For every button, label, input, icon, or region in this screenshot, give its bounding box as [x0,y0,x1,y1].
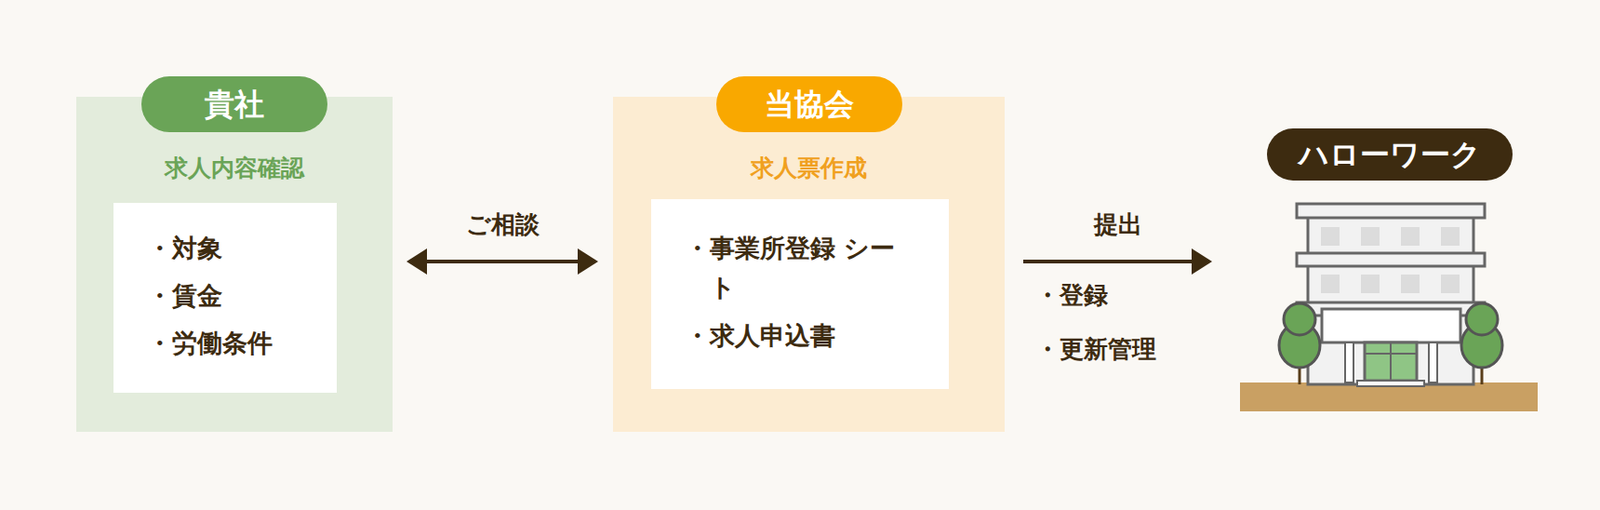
roof [1296,203,1485,218]
pillar [1428,342,1438,383]
note-label: ・更新管理 [1035,333,1157,366]
door [1364,342,1417,381]
item-box: ・事業所登録 シート・求人申込書 [651,199,949,389]
arrow-connector [406,248,599,275]
section-panel: 貴社求人内容確認・対象・賃金・労働条件 [76,96,393,432]
list-item: ・賃金 [146,276,344,316]
section-subtitle: 求人票作成 [613,152,1005,184]
building-body [1307,216,1474,385]
edge-label: ご相談 [462,208,544,241]
pillar [1345,342,1354,383]
edge-label: 提出 [1090,208,1147,241]
list-item: ・求人申込書 [684,316,896,356]
section-panel: 当協会求人票作成・事業所登録 シート・求人申込書 [613,96,1005,432]
destination-badge: ハローワーク [1266,128,1513,181]
item-box: ・対象・賃金・労働条件 [113,202,337,393]
floor-band [1296,253,1485,267]
windows [1320,226,1460,294]
note-label: ・登録 [1035,279,1108,312]
heading-pill: 貴社 [141,76,328,133]
list-item: ・対象 [146,228,344,268]
section-subtitle: 求人内容確認 [76,152,393,184]
list-item: ・事業所登録 シート [684,228,896,307]
tree [1461,303,1503,385]
sign-board [1321,308,1461,343]
badge-label: ハローワーク [1298,136,1481,173]
arrow-connector [1023,248,1213,275]
tree [1279,303,1320,385]
list-item: ・労働条件 [146,323,344,363]
step [1357,380,1425,387]
heading-pill: 当協会 [716,76,903,133]
